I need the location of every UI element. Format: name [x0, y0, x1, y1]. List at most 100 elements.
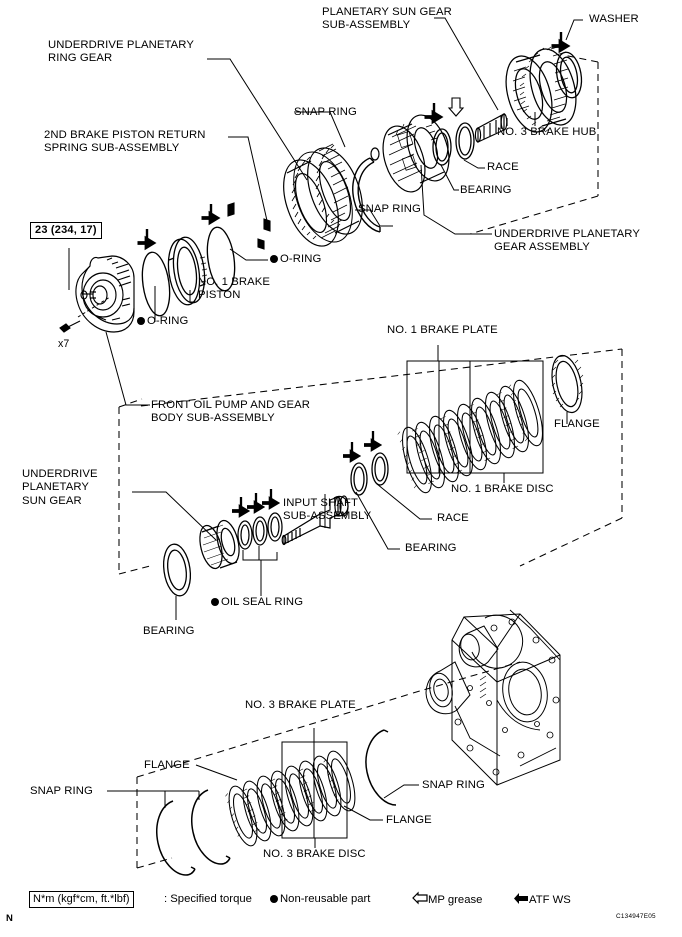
leader-snap-ring-upper2: [355, 209, 393, 227]
label-no1-brake-disc: NO. 1 BRAKE DISC: [451, 483, 554, 495]
leader-ring-gear: [207, 58, 308, 181]
group-boundary-no1brake: [140, 348, 623, 567]
front-oil-pump-body-part: [75, 255, 135, 333]
leader-planetary-sun-gear: [434, 17, 499, 111]
leader-oil-pump-body: [105, 331, 150, 406]
label-snap-ring-bottom-left: SNAP RING: [30, 785, 93, 797]
snap-ring-bottom-left-2-part: [191, 789, 231, 865]
leader-race-upper: [463, 159, 485, 169]
second-brake-piston-return-spring-part: [257, 218, 271, 250]
legend-mp-grease: MP grease: [412, 891, 482, 906]
o-ring-left-part: [141, 251, 171, 317]
bracket-no3-brake-plate: [281, 735, 348, 848]
oil-seal-ring-2-part: [252, 516, 268, 546]
page-mark: N: [6, 913, 13, 924]
non-reusable-dot-icon: [270, 895, 278, 903]
group-boundary-no3brake: [136, 661, 521, 869]
legend-torque-meaning: : Specified torque: [164, 893, 252, 905]
leader-race-mid: [376, 483, 432, 520]
leader-snap-ring-bottom-right: [383, 784, 419, 799]
label-front-oil-pump-body: FRONT OIL PUMP AND GEAR BODY SUB-ASSEMBL…: [151, 399, 311, 425]
flange-no1-part: [551, 354, 584, 414]
label-snap-ring-upper2: SNAP RING: [358, 203, 421, 215]
bolt-x7-part: [59, 320, 81, 333]
label-no1-brake-plate: NO. 1 BRAKE PLATE: [387, 324, 498, 336]
non-reusable-dot-icon: [270, 255, 278, 263]
race-mid-part: [371, 452, 389, 486]
label-race-mid: RACE: [437, 512, 469, 524]
underdrive-planetary-ring-gear-part: [283, 143, 363, 247]
label-input-shaft-subassembly: INPUT SHAFT SUB-ASSEMBLY: [283, 497, 372, 523]
legend-atf-ws: ATF WS: [513, 893, 571, 906]
label-snap-ring-top: SNAP RING: [294, 106, 357, 118]
label-bearing-top: BEARING: [460, 184, 512, 196]
underdrive-planetary-gear-assembly-part: [382, 114, 450, 193]
label-no3-brake-plate: NO. 3 BRAKE PLATE: [245, 699, 356, 711]
label-snap-ring-bottom-right: SNAP RING: [422, 779, 485, 791]
race-upper-part: [455, 122, 475, 160]
bracket-no1-brake-plate: [406, 351, 544, 483]
leader-flange-no3-left: [195, 764, 238, 781]
torque-spec-box: 23 (234, 17): [30, 222, 102, 239]
snap-ring-bottom-left-1-part: [156, 800, 196, 876]
leader-2nd-brake-spring: [228, 136, 269, 226]
spring-clips: [227, 202, 235, 217]
label-no1-brake-piston: NO. 1 BRAKE PISTON: [198, 276, 271, 302]
label-race-top: RACE: [487, 161, 519, 173]
label-underdrive-planetary-sun-gear: UNDERDRIVE PLANETARY SUN GEAR: [22, 468, 98, 507]
leader-o-ring-right: [229, 248, 268, 261]
legend-non-reusable: Non-reusable part: [270, 893, 370, 905]
mp-grease-arrow-1: [447, 97, 465, 117]
label-underdrive-planetary-gear-assembly: UNDERDRIVE PLANETARY GEAR ASSEMBLY: [494, 228, 640, 254]
label-bearing-mid-left: BEARING: [143, 625, 195, 637]
label-no3-brake-hub: NO. 3 BRAKE HUB: [497, 126, 597, 138]
leader-udpga: [420, 164, 492, 235]
group-boundary-oilpump: [118, 398, 151, 575]
label-washer: WASHER: [589, 13, 639, 25]
leader-ud-sun-gear: [132, 491, 217, 541]
input-shaft-subassembly-part: [281, 495, 349, 546]
leader-bearing-mid: [355, 491, 400, 550]
leader-oil-seal-ring: [242, 546, 278, 596]
bearing-upper-part: [432, 128, 452, 166]
label-flange-no1: FLANGE: [554, 418, 600, 430]
no1-brake-stack: [397, 379, 543, 494]
planetary-sun-gear-subassembly-part: [474, 113, 508, 143]
non-reusable-dot-icon: [211, 598, 219, 606]
mp-grease-arrow-icon: [412, 891, 428, 905]
label-x7: x7: [58, 338, 70, 350]
leader-snap-ring-upper: [294, 111, 346, 148]
label-bearing-mid: BEARING: [405, 542, 457, 554]
label-no3-brake-disc: NO. 3 BRAKE DISC: [263, 848, 366, 860]
snap-ring-bottom-right-part: [365, 729, 397, 806]
oil-seal-ring-3-part: [267, 512, 283, 542]
atf-ws-arrow-icon: [514, 893, 528, 904]
leader-snap-ring-bottom-left: [107, 790, 200, 808]
leader-bearing-upper: [440, 164, 459, 191]
no3-brake-hub-part: [505, 44, 577, 133]
label-o-ring-right: O-RING: [270, 253, 321, 266]
group-boundary-upper: [469, 54, 599, 235]
no1-brake-piston-part: [167, 236, 208, 306]
label-oil-seal-ring: OIL SEAL RING: [211, 596, 303, 609]
label-o-ring-left: O-RING: [137, 315, 188, 328]
oil-seal-ring-1-part: [237, 520, 253, 550]
no3-brake-stack: [225, 750, 356, 847]
bearing-lower-left-part: [162, 543, 192, 597]
transmission-case-illustration: [425, 609, 561, 786]
leader-no1-brake-piston: [189, 290, 196, 303]
o-ring-right-part: [206, 226, 236, 292]
leader-bolt-x7: [77, 296, 111, 318]
washer-part: [555, 51, 583, 99]
label-2nd-brake-piston-return-spring: 2ND BRAKE PISTON RETURN SPRING SUB-ASSEM…: [44, 129, 206, 155]
bearing-mid-part: [350, 462, 368, 496]
leader-washer: [565, 19, 583, 41]
snap-ring-upper-part: [352, 157, 381, 233]
non-reusable-dot-icon: [137, 317, 145, 325]
small-clip: [370, 147, 380, 161]
label-flange-no3-left: FLANGE: [144, 759, 190, 771]
legend-torque-unit-box: N*m (kgf*cm, ft.*lbf): [29, 891, 134, 908]
label-underdrive-planetary-ring-gear: UNDERDRIVE PLANETARY RING GEAR: [48, 39, 194, 65]
